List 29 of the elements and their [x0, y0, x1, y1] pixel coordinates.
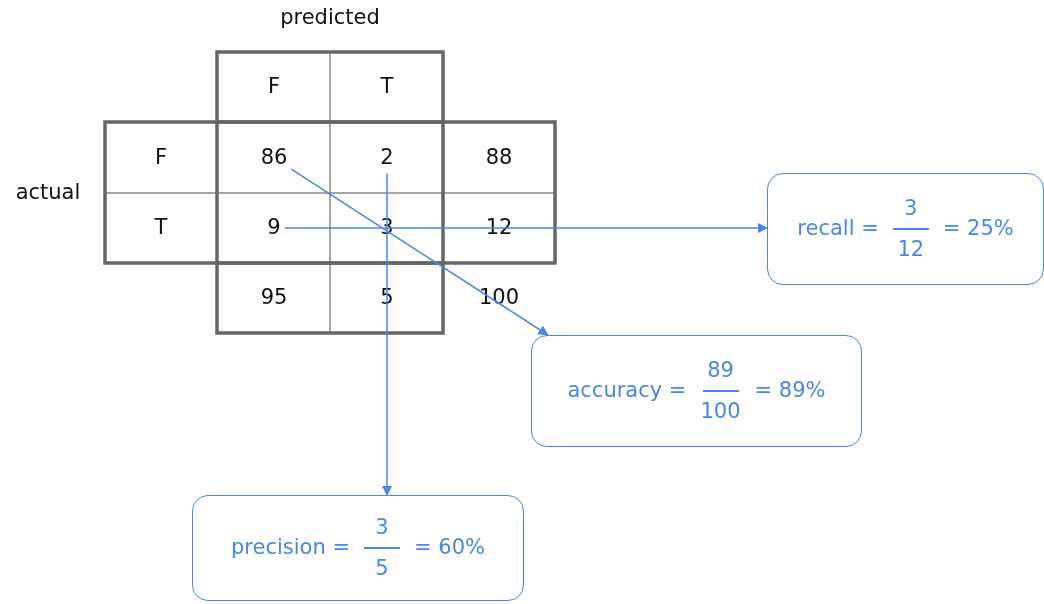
formula-name: accuracy =: [567, 379, 687, 403]
axis-title: actual: [15, 181, 81, 205]
denominator: 12: [897, 237, 925, 261]
formula-result: = 25%: [942, 217, 1014, 241]
total-value: 88: [485, 146, 513, 170]
formula-name: recall =: [797, 217, 879, 241]
count-value: 9: [267, 216, 281, 240]
axis-title: predicted: [280, 6, 380, 30]
formula-result: = 60%: [414, 536, 485, 560]
class-label: F: [154, 146, 168, 170]
total-value: 95: [260, 286, 288, 310]
numerator: 3: [904, 197, 918, 221]
denominator: 5: [375, 556, 389, 580]
arrow: [283, 222, 769, 234]
count-value: 86: [260, 146, 288, 170]
formula-box: [767, 173, 1044, 285]
numerator: 3: [375, 516, 389, 540]
denominator: 100: [700, 399, 741, 423]
class-label: T: [380, 75, 394, 99]
arrow: [381, 172, 393, 497]
count-value: 2: [380, 146, 394, 170]
class-label: T: [154, 216, 168, 240]
numerator: 89: [707, 359, 734, 383]
formula-box: [531, 335, 862, 447]
formula-result: = 89%: [754, 379, 826, 403]
formula-box: [192, 495, 524, 601]
class-label: F: [267, 75, 281, 99]
formula-name: precision =: [231, 536, 351, 560]
arrow: [290, 168, 549, 336]
